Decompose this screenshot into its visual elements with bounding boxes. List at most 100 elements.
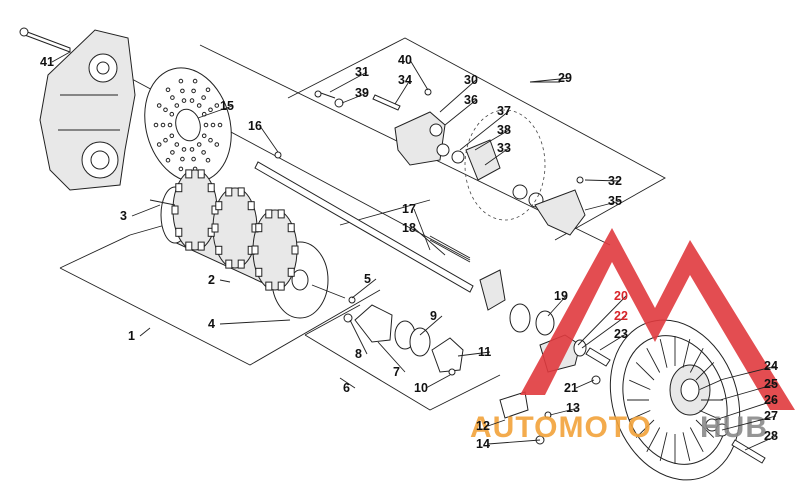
wheel-spoke bbox=[695, 419, 715, 438]
callout-11: 11 bbox=[478, 345, 491, 359]
leader-line-33 bbox=[484, 147, 510, 166]
leader-line-38 bbox=[474, 129, 510, 151]
disc-hole bbox=[163, 137, 168, 143]
wheel-spoke bbox=[682, 338, 691, 368]
sprocket-tooth bbox=[225, 187, 233, 197]
sprocket-tooth bbox=[265, 281, 273, 291]
watermark-logo: AUTOMOTO HUB bbox=[470, 228, 795, 444]
callout-34: 34 bbox=[398, 73, 412, 87]
leader-line-20 bbox=[577, 295, 627, 346]
disc-hole bbox=[170, 95, 175, 100]
sprocket-tooth bbox=[291, 245, 299, 255]
brake-disc bbox=[144, 67, 232, 183]
bearing-housing-assembly bbox=[343, 296, 464, 376]
sprocket-tooth bbox=[265, 209, 273, 219]
sprocket-tooth bbox=[287, 223, 295, 233]
callout-36: 36 bbox=[464, 93, 478, 107]
callout-33: 33 bbox=[497, 141, 511, 155]
sprocket-tooth bbox=[277, 281, 285, 291]
wheel-spoke bbox=[635, 419, 655, 438]
leader-line-29 bbox=[529, 77, 571, 83]
sprocket-tooth bbox=[175, 183, 183, 193]
sprocket-tooth bbox=[247, 201, 255, 211]
disc-hole bbox=[189, 98, 195, 103]
leader-line-41 bbox=[51, 51, 71, 63]
sprocket-tooth bbox=[175, 227, 183, 237]
sprocket-tooth bbox=[207, 183, 215, 193]
leader-line-28 bbox=[744, 435, 777, 451]
callout-3: 3 bbox=[120, 209, 127, 223]
leader-line-15 bbox=[197, 105, 233, 119]
callout-37: 37 bbox=[497, 104, 511, 118]
leader-line-5 bbox=[351, 278, 377, 299]
sprocket-tooth bbox=[185, 169, 193, 179]
disc-hole bbox=[181, 98, 187, 103]
callout-31: 31 bbox=[355, 65, 369, 79]
leader-lines bbox=[51, 51, 777, 451]
watermark-text-right: HUB bbox=[700, 411, 768, 444]
wheel-spoke bbox=[659, 338, 668, 368]
callout-32: 32 bbox=[608, 174, 622, 188]
callout-39: 39 bbox=[355, 86, 369, 100]
disc-hole bbox=[170, 150, 175, 155]
callout-6: 6 bbox=[343, 381, 350, 395]
sprocket-tooth bbox=[277, 209, 285, 219]
leader-line-23 bbox=[599, 333, 627, 351]
sprocket-tooth bbox=[255, 267, 263, 277]
leader-line-3 bbox=[131, 204, 161, 217]
disc-hole bbox=[208, 137, 213, 143]
leader-line-11 bbox=[457, 351, 491, 357]
disc-hole bbox=[156, 142, 162, 147]
disc-hole bbox=[208, 107, 213, 113]
leader-line-12 bbox=[487, 419, 506, 427]
disc-hole bbox=[201, 150, 206, 155]
sprocket-tooth bbox=[185, 241, 193, 251]
disc-hole bbox=[201, 95, 206, 100]
leader-line-40 bbox=[409, 59, 429, 91]
sprocket-tooth bbox=[225, 259, 233, 269]
wheel-spoke bbox=[699, 379, 721, 390]
disc-hole bbox=[156, 103, 162, 108]
sprocket-tooth bbox=[197, 169, 205, 179]
sprocket-tooth bbox=[197, 241, 205, 251]
callout-4: 4 bbox=[208, 317, 215, 331]
disc-hole bbox=[178, 166, 184, 172]
jackshaft bbox=[254, 151, 474, 293]
disc-hole bbox=[205, 87, 211, 93]
leader-line-16 bbox=[259, 125, 279, 153]
disc-hole bbox=[196, 142, 202, 147]
drive-shaft-assembly bbox=[149, 169, 346, 319]
leader-line-18 bbox=[413, 227, 446, 256]
disc-hole bbox=[174, 142, 180, 147]
callout-12: 12 bbox=[476, 419, 490, 433]
disc-hole bbox=[214, 142, 220, 147]
disc-hole bbox=[214, 103, 220, 108]
disc-hole bbox=[205, 157, 211, 163]
watermark-text-left: AUTOMOTO bbox=[470, 411, 652, 444]
callout-14: 14 bbox=[476, 437, 490, 451]
sprocket-tooth bbox=[215, 245, 223, 255]
wheel-spoke bbox=[689, 427, 704, 453]
leader-line-39 bbox=[341, 92, 368, 104]
leader-line-24 bbox=[719, 365, 777, 381]
wheel-spoke bbox=[689, 347, 704, 373]
leader-line-17 bbox=[413, 208, 431, 251]
leader-line-34 bbox=[394, 79, 411, 105]
callout-28: 28 bbox=[764, 429, 778, 443]
sprocket-tooth bbox=[251, 245, 259, 255]
callout-35: 35 bbox=[608, 194, 622, 208]
callout-16: 16 bbox=[248, 119, 262, 133]
disc-hole bbox=[153, 122, 159, 128]
leader-line-31 bbox=[329, 71, 368, 93]
leader-line-2 bbox=[219, 279, 231, 283]
disc-hole bbox=[203, 122, 209, 128]
disc-hole bbox=[181, 147, 187, 152]
disc-hole bbox=[217, 122, 223, 128]
sprocket-tooth bbox=[211, 223, 219, 233]
leader-line-30 bbox=[439, 79, 477, 113]
callout-29: 29 bbox=[558, 71, 572, 85]
callout-15: 15 bbox=[220, 99, 234, 113]
leader-line-21 bbox=[575, 379, 595, 389]
sprocket-tooth bbox=[287, 267, 295, 277]
callout-25: 25 bbox=[764, 377, 778, 391]
